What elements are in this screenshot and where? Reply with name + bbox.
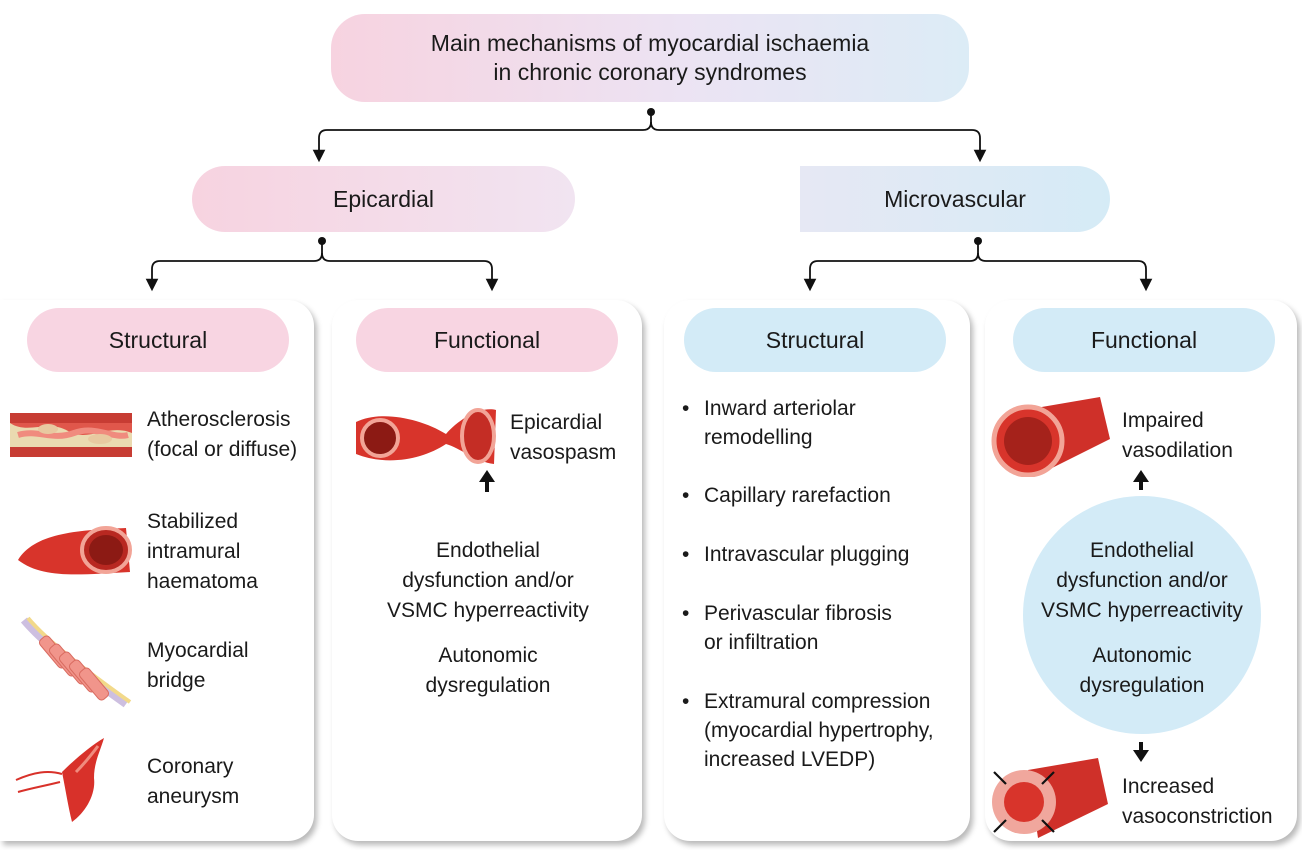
bullet-perivascular-fibrosis: Perivascular fibrosis or infiltration <box>682 599 892 657</box>
connector-to-epicardial <box>312 112 652 163</box>
epicardial-box: Epicardial <box>192 166 575 232</box>
title-line-2: in chronic coronary syndromes <box>493 59 807 85</box>
epi-functional-header-label: Functional <box>433 326 541 353</box>
epicardial-label: Epicardial <box>333 185 434 212</box>
up-arrow-icon <box>1133 470 1149 490</box>
haematoma-label: Stabilized intramural haematoma <box>147 510 258 593</box>
connector-to-microvascular <box>650 121 987 163</box>
haematoma-icon <box>18 526 132 575</box>
epicardial-functional-card <box>332 300 642 841</box>
connector-to-micro-structural <box>803 241 979 292</box>
epi-structural-header: Structural <box>27 308 289 372</box>
micro-functional-header: Functional <box>1013 308 1275 372</box>
microvascular-box: Microvascular <box>800 166 1110 232</box>
micro-autonomic-label: Autonomic dysregulation <box>1079 644 1205 697</box>
micro-structural-header: Structural <box>684 308 946 372</box>
epi-functional-header: Functional <box>356 308 618 372</box>
mechanism-circle <box>1023 496 1261 734</box>
bullet-extramural-compression: Extramural compression (myocardial hyper… <box>682 687 934 774</box>
atherosclerosis-icon <box>10 413 132 457</box>
bullet-capillary-rarefaction: Capillary rarefaction <box>682 481 891 510</box>
bullet-intravascular-plugging: Intravascular plugging <box>682 540 909 569</box>
vasospasm-label: Epicardial vasospasm <box>510 411 617 464</box>
atherosclerosis-label: Atherosclerosis (focal or diffuse) <box>147 408 298 461</box>
impaired-vasodilation-icon <box>991 397 1110 477</box>
down-arrow-icon <box>1133 742 1149 762</box>
connector-to-micro-functional <box>977 252 1153 292</box>
micro-structural-header-label: Structural <box>765 326 865 353</box>
microvascular-label: Microvascular <box>884 185 1026 212</box>
connector-to-epi-structural <box>145 241 323 292</box>
increased-vasoconstriction-label: Increased vasoconstriction <box>1122 775 1273 828</box>
increased-vasoconstriction-icon <box>992 758 1108 838</box>
aneurysm-label: Coronary aneurysm <box>147 755 240 808</box>
myocardial-bridge-icon <box>20 616 132 708</box>
aneurysm-icon <box>15 738 104 822</box>
epi-endothelial-label: Endothelial dysfunction and/or VSMC hype… <box>387 539 589 622</box>
connector-to-epi-functional <box>321 252 499 292</box>
title-box: Main mechanisms of myocardial ischaemia … <box>331 14 969 102</box>
epi-structural-header-label: Structural <box>108 326 208 353</box>
epi-autonomic-label: Autonomic dysregulation <box>425 644 551 697</box>
vasospasm-icon <box>356 408 496 464</box>
up-arrow-icon <box>479 470 495 492</box>
micro-functional-header-label: Functional <box>1090 326 1198 353</box>
impaired-vasodilation-label: Impaired vasodilation <box>1122 409 1233 462</box>
title-line-1: Main mechanisms of myocardial ischaemia <box>430 30 870 56</box>
myocardial-bridge-label: Myocardial bridge <box>147 639 249 692</box>
micro-endothelial-label: Endothelial dysfunction and/or VSMC hype… <box>1041 539 1243 622</box>
bullet-inward-remodelling: Inward arteriolar remodelling <box>682 394 856 452</box>
